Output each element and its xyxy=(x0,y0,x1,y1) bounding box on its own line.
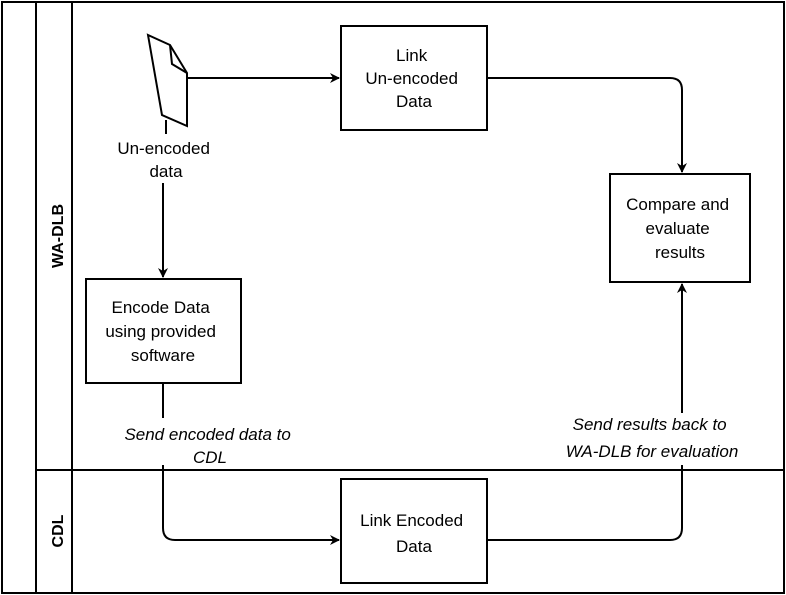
arrow-encode-to-link-encoded xyxy=(162,383,339,540)
link-encoded-box xyxy=(340,478,488,584)
document-label: Un-encoded data xyxy=(117,139,214,181)
lane-label-wa-dlb: WA-DLB xyxy=(50,204,67,268)
edge-label-send-results: Send results back to WA-DLB for evaluati… xyxy=(566,415,739,461)
lane-label-cdl: CDL xyxy=(50,514,67,547)
encode-label: Encode Data using provided software xyxy=(105,298,220,365)
edge-label-send-encoded: Send encoded data to CDL xyxy=(124,425,295,467)
compare-label: Compare and evaluate results xyxy=(626,195,734,262)
arrow-link-encoded-to-compare xyxy=(487,284,682,541)
encode-box xyxy=(85,278,242,384)
link-unencoded-label: Link Un-encoded Data xyxy=(365,46,462,111)
document-icon xyxy=(146,33,188,128)
compare-box xyxy=(609,173,751,283)
link-encoded-label: Link Encoded Data xyxy=(360,511,468,556)
link-unencoded-box xyxy=(340,25,488,131)
arrow-link-unencoded-to-compare xyxy=(487,77,687,173)
